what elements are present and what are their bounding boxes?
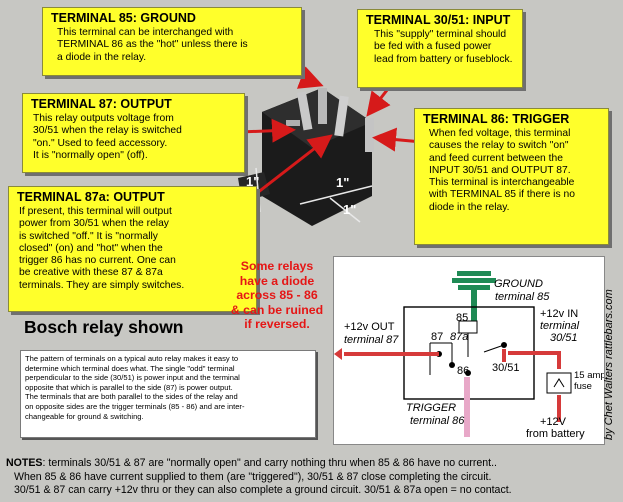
terminal-87a-line: be creative with these 87 & 87a [19,267,163,279]
warning-line: across 85 - 86 [236,288,318,302]
terminal-87-line: This relay outputs voltage from [33,113,174,124]
bosch-caption: Bosch relay shown [24,317,184,337]
warning-line: & can be ruined [230,302,324,317]
terminal-87a-line: power from 30/51 when the relay [19,218,169,230]
in-label: +12v IN [540,308,578,320]
notes-text: : terminals 30/51 & 87 are "normally ope… [42,457,498,469]
terminal-87a-line: trigger 86 has no current. One can [19,255,176,267]
notes-line-1: NOTES: terminals 30/51 & 87 are "normall… [6,457,618,471]
notes-block: NOTES: terminals 30/51 & 87 are "normall… [6,457,618,498]
terminal-87-text: This relay outputs voltage from 30/51 wh… [23,113,244,162]
notes-line-2: When 85 & 86 have current supplied to th… [14,470,492,483]
schematic-drawing: GROUND terminal 85 +12v OUT terminal 87 … [334,271,606,440]
notes-line-3: 30/51 & 87 can carry +12v thru or they c… [14,484,512,496]
terminal-87-box: TERMINAL 87: OUTPUT This relay outputs v… [22,93,245,173]
terminal-86-line: diode in the relay. [429,201,510,213]
terminal-86-line: When fed voltage, this terminal [429,128,571,139]
terminal-86-line: causes the relay to switch "on" [429,140,569,152]
explanation-line: changeable for ground & switching. [25,411,144,421]
diode-warning: Some relays have a diode across 85 - 86 … [218,259,336,332]
fuse-icon [546,372,572,394]
ground-symbol [452,271,496,328]
terminal-3051-line: This "supply" terminal should [374,29,507,40]
explanation-box: The pattern of terminals on a typical au… [20,350,316,438]
explanation-line: opposite that which is parallel to the s… [25,382,233,392]
terminal-87a-box: TERMINAL 87a: OUTPUT If present, this te… [8,186,257,312]
terminal-87-line: It is "normally open" (off). [33,149,148,161]
ground-terminal-label: terminal 85 [495,291,550,303]
terminal-87a-line: is switched "off." It is "normally [19,230,158,242]
in-terminal-label: terminal [540,320,580,332]
explanation-line: perpendicular to the side (30/51) is pow… [25,373,240,383]
terminal-85-text: This terminal can be interchanged with T… [43,27,301,64]
in-terminal-number: 30/51 [550,332,578,344]
terminal-3051-title: TERMINAL 30/51: INPUT [366,13,511,27]
dim-label-front: 1" [336,175,349,190]
terminal-3051-box: TERMINAL 30/51: INPUT This "supply" term… [357,9,523,88]
out-terminal-label: terminal 87 [344,334,399,346]
notes-label: NOTES [6,457,43,469]
terminal-86-line: with TERMINAL 85 if there is no [429,189,575,201]
dim-label-right: 1" [343,202,356,217]
author-credit: by Chet Walters rattlebars.com [603,289,615,440]
pin-85: 85 [456,312,468,324]
terminal-85-line: This terminal can be interchanged with [57,27,234,38]
trigger-terminal-label: terminal 86 [410,415,465,427]
pin-86: 86 [457,365,469,377]
relay-schematic: GROUND terminal 85 +12v OUT terminal 87 … [333,256,606,445]
arrow-87a [247,134,333,202]
terminal-86-line: and feed current between the [429,152,563,164]
explanation-line: The pattern of terminals on a typical au… [25,354,239,363]
explanation-line: The terminals that are both parallel to … [25,392,238,402]
terminal-87-line: 30/51 when the relay is switched [33,125,182,137]
terminal-87-line: "on." Used to feed accessory. [33,137,168,149]
explanation-line: determine which terminal does what. The … [25,363,235,373]
terminal-3051-text: This "supply" terminal should be fed wit… [358,29,522,66]
dimension-lines [255,167,373,223]
terminal-87a-line: terminals. They are simply switches. [19,279,185,291]
terminal-85-line: TERMINAL 86 as the "hot" unless there is [57,39,248,51]
terminal-86-text: When fed voltage, this terminal causes t… [415,128,608,214]
fuse-label-2: fuse [574,381,592,392]
pin-87a: 87a [450,331,468,343]
battery-label: +12V [540,416,567,428]
terminal-86-line: INPUT 30/51 and OUTPUT 87. [429,164,571,176]
warning-line: Some relays [240,259,314,273]
explanation-line: on opposite sides are the trigger termin… [25,401,245,411]
terminal-85-line: a diode in the relay. [57,51,147,63]
fuse-label: 15 amp [574,370,604,381]
terminal-87a-text: If present, this terminal will output po… [9,206,256,292]
arrow-87 [239,118,296,143]
terminal-87-title: TERMINAL 87: OUTPUT [31,97,172,111]
terminal-3051-line: be fed with a fused power [374,41,492,53]
pin-3051: 30/51 [492,362,520,374]
dim-label-left: 1" [246,174,259,189]
in-wire [502,349,561,369]
terminal-85-title: TERMINAL 85: GROUND [51,11,196,25]
trigger-wire [464,377,470,437]
terminal-85-box: TERMINAL 85: GROUND This terminal can be… [42,7,302,76]
warning-line: have a diode [239,273,315,288]
trigger-label: TRIGGER [406,402,456,414]
warning-line: if reversed. [244,317,310,331]
battery-label-2: from battery [526,428,585,440]
terminal-86-title: TERMINAL 86: TRIGGER [423,112,570,126]
power-wires [344,349,561,422]
terminal-87a-line: closed" (on) and "hot" when the [19,242,163,254]
terminal-3051-line: lead from battery or fuseblock. [374,53,513,65]
ground-label: GROUND [494,278,543,290]
terminal-86-box: TERMINAL 86: TRIGGER When fed voltage, t… [414,108,609,245]
terminal-86-line: This terminal is interchangeable [429,177,575,189]
pin-87: 87 [431,331,443,343]
terminal-87a-line: If present, this terminal will output [19,206,172,217]
out-label: +12v OUT [344,321,395,333]
terminal-87a-title: TERMINAL 87a: OUTPUT [17,190,165,204]
